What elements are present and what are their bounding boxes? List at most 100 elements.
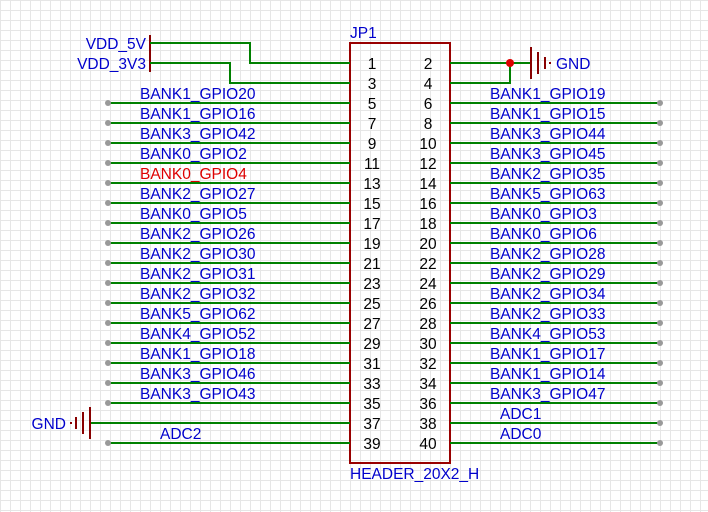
vdd5-label: VDD_5V xyxy=(86,36,147,53)
pin-number-left: 5 xyxy=(368,96,377,113)
wire-endpoint[interactable] xyxy=(657,140,663,146)
wire-endpoint[interactable] xyxy=(657,120,663,126)
pin-number-left: 29 xyxy=(363,336,380,353)
wire-endpoint[interactable] xyxy=(105,140,111,146)
wire-endpoint[interactable] xyxy=(657,220,663,226)
net-label-right[interactable]: BANK2_GPIO33 xyxy=(490,306,605,323)
wire-endpoint[interactable] xyxy=(105,300,111,306)
wire-endpoint[interactable] xyxy=(657,200,663,206)
right-nets: BANK1_GPIO19BANK1_GPIO15BANK3_GPIO44BANK… xyxy=(450,86,663,446)
wire-endpoint[interactable] xyxy=(105,100,111,106)
net-label-left[interactable]: BANK2_GPIO30 xyxy=(140,246,256,263)
pin-number-right: 38 xyxy=(419,416,436,433)
vdd-power-group: VDD_5V VDD_3V3 xyxy=(77,35,350,84)
pin-number-left: 19 xyxy=(363,236,380,253)
net-label-right[interactable]: BANK0_GPIO6 xyxy=(490,226,597,243)
net-label-left[interactable]: BANK2_GPIO27 xyxy=(140,186,255,203)
wire-endpoint[interactable] xyxy=(105,340,111,346)
net-label-right[interactable]: BANK3_GPIO44 xyxy=(490,126,606,143)
pin-number-right: 34 xyxy=(419,376,437,393)
net-label-left[interactable]: BANK2_GPIO32 xyxy=(140,286,255,303)
wire-endpoint[interactable] xyxy=(657,160,663,166)
vdd5-wire[interactable] xyxy=(150,42,350,64)
net-label-right[interactable]: BANK0_GPIO3 xyxy=(490,206,597,223)
net-label-right[interactable]: BANK4_GPIO53 xyxy=(490,326,605,343)
net-label-right[interactable]: BANK2_GPIO29 xyxy=(490,266,605,283)
vdd3-wire[interactable] xyxy=(150,62,350,84)
pin-number-right: 22 xyxy=(419,256,436,273)
net-label-left[interactable]: BANK4_GPIO52 xyxy=(140,326,255,343)
net-label-left[interactable]: BANK3_GPIO46 xyxy=(140,366,255,383)
wire-endpoint[interactable] xyxy=(657,380,663,386)
pin-number-left: 31 xyxy=(363,356,380,373)
wire-endpoint[interactable] xyxy=(657,440,663,446)
net-label-right[interactable]: ADC0 xyxy=(500,426,542,443)
wire-endpoint[interactable] xyxy=(105,320,111,326)
net-label-left[interactable]: BANK3_GPIO43 xyxy=(140,386,255,403)
net-label-right[interactable]: BANK1_GPIO15 xyxy=(490,106,605,123)
gnd-top-label: GND xyxy=(556,56,590,73)
net-label-left[interactable]: BANK3_GPIO42 xyxy=(140,126,255,143)
wire-endpoint[interactable] xyxy=(105,160,111,166)
wire-endpoint[interactable] xyxy=(105,240,111,246)
net-label-left[interactable]: BANK0_GPIO2 xyxy=(140,146,247,163)
net-label-right[interactable]: BANK3_GPIO47 xyxy=(490,386,605,403)
wire-endpoint[interactable] xyxy=(105,280,111,286)
vdd3-label: VDD_3V3 xyxy=(77,56,146,73)
wire-endpoint[interactable] xyxy=(657,400,663,406)
net-label-right[interactable]: ADC1 xyxy=(500,406,541,423)
net-label-left[interactable]: BANK2_GPIO26 xyxy=(140,226,255,243)
net-label-right[interactable]: BANK2_GPIO35 xyxy=(490,166,605,183)
net-label-right[interactable]: BANK3_GPIO45 xyxy=(490,146,605,163)
wire-endpoint[interactable] xyxy=(105,180,111,186)
wire-endpoint[interactable] xyxy=(105,220,111,226)
wire-endpoint[interactable] xyxy=(657,420,663,426)
wire-endpoint[interactable] xyxy=(657,300,663,306)
wire-endpoint[interactable] xyxy=(105,400,111,406)
wire-endpoint[interactable] xyxy=(105,200,111,206)
net-label-left[interactable]: BANK2_GPIO31 xyxy=(140,266,255,283)
pin-number-right: 18 xyxy=(419,216,436,233)
net-label-right[interactable]: BANK1_GPIO17 xyxy=(490,346,605,363)
pin-number-right: 24 xyxy=(419,276,437,293)
wire-endpoint[interactable] xyxy=(105,120,111,126)
wire-endpoint[interactable] xyxy=(657,340,663,346)
net-label-right[interactable]: BANK1_GPIO19 xyxy=(490,86,605,103)
header-body[interactable] xyxy=(349,42,451,464)
net-label-right[interactable]: BANK2_GPIO34 xyxy=(490,286,606,303)
pin-number-right: 30 xyxy=(419,336,437,353)
net-label-left[interactable]: BANK0_GPIO4 xyxy=(140,166,247,183)
pin-number-right: 28 xyxy=(419,316,436,333)
wire-endpoint[interactable] xyxy=(657,100,663,106)
wire-endpoint[interactable] xyxy=(105,260,111,266)
pin-number-right: 12 xyxy=(419,156,436,173)
net-label-right[interactable]: BANK2_GPIO28 xyxy=(490,246,605,263)
part-name-label: HEADER_20X2_H xyxy=(350,466,479,483)
pin-number-left: 13 xyxy=(363,176,380,193)
net-label-right[interactable]: BANK5_GPIO63 xyxy=(490,186,605,203)
wire-endpoint[interactable] xyxy=(657,360,663,366)
wire-endpoint[interactable] xyxy=(657,180,663,186)
net-label-left[interactable]: BANK1_GPIO16 xyxy=(140,106,255,123)
net-label-left[interactable]: BANK0_GPIO5 xyxy=(140,206,247,223)
net-label-left[interactable]: BANK1_GPIO20 xyxy=(140,86,256,103)
pin-number-left: 7 xyxy=(368,116,377,133)
wire-endpoint[interactable] xyxy=(657,320,663,326)
gnd-wire-pin4[interactable] xyxy=(450,63,511,84)
wire-endpoint[interactable] xyxy=(105,440,111,446)
pin-number-right: 14 xyxy=(419,176,437,193)
net-label-left[interactable]: ADC2 xyxy=(160,426,201,443)
net-label-left[interactable]: BANK5_GPIO62 xyxy=(140,306,255,323)
net-label-left[interactable]: BANK1_GPIO18 xyxy=(140,346,255,363)
wire-endpoint[interactable] xyxy=(657,260,663,266)
gnd-bottom-label: GND xyxy=(32,416,66,433)
wire-endpoint[interactable] xyxy=(105,380,111,386)
pin-number-right: 36 xyxy=(419,396,436,413)
net-label-right[interactable]: BANK1_GPIO14 xyxy=(490,366,606,383)
junction-dot xyxy=(506,59,514,67)
wire-endpoint[interactable] xyxy=(657,280,663,286)
pin-number-right: 6 xyxy=(424,96,433,113)
wire-endpoint[interactable] xyxy=(105,360,111,366)
pin-number-right: 40 xyxy=(419,436,437,453)
wire-endpoint[interactable] xyxy=(657,240,663,246)
